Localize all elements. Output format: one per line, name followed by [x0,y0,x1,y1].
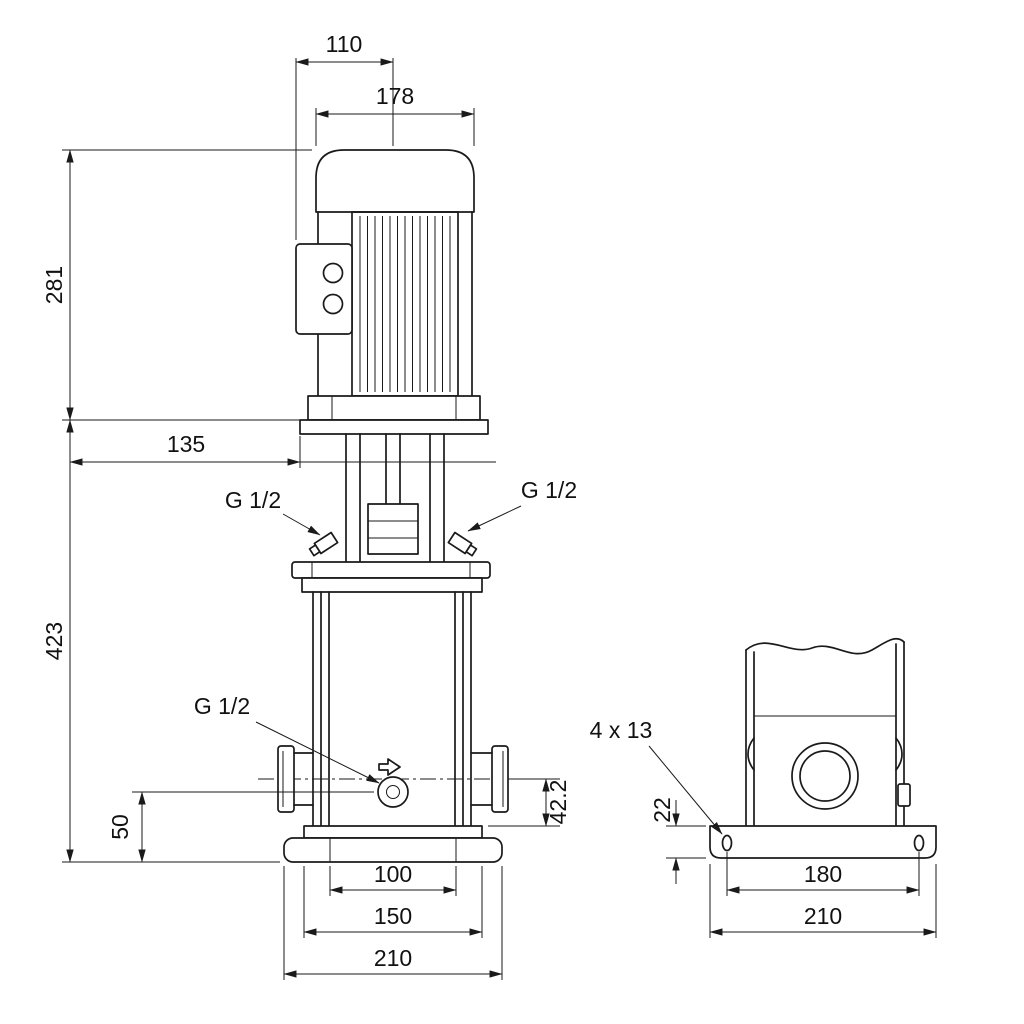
dim-423-label: 423 [41,622,67,660]
coupling-split-lines [368,520,418,539]
g12-top-left-leader [282,513,321,536]
dim-150-label: 150 [374,903,412,929]
shaft-coupling [367,503,419,555]
dim-210-main-ext [283,866,503,980]
dim-22: 22 [649,797,706,884]
label-g12-drain: G 1/2 [194,693,380,784]
suction-port-neck [293,752,314,806]
dim-135-ext [299,436,496,468]
dim-110-ext [295,58,394,240]
side-port-bore-circle [799,750,851,802]
cable-entry-hole [322,293,344,315]
motor-fan-cover [315,149,475,213]
side-view: 4 x 13 22 180 210 [590,637,937,938]
dim-42-2-label: 42.2 [545,780,571,825]
motor [295,149,475,397]
motor-outline [317,211,473,397]
motor-fins [359,216,451,392]
label-g12-top-left: G 1/2 [225,487,321,536]
dim-178: 178 [315,83,475,146]
dim-135-label: 135 [167,431,205,457]
dim-180-label: 180 [804,861,842,887]
lantern-top-plate [299,419,489,435]
base-plate-lower [283,837,503,863]
drain-plug [377,776,409,808]
side-base [709,825,937,859]
dim-42-2: 42.2 [488,778,571,827]
dim-210-main-label: 210 [374,945,412,971]
g12-drain-leader [255,721,380,784]
terminal-box [295,243,353,335]
dim-50-label: 50 [107,814,133,840]
dim-210-side-ext [709,864,937,938]
ports [258,745,540,813]
suction-port-flange [277,745,295,813]
dim-150-ext [303,866,483,938]
dim-100-label: 100 [374,861,412,887]
motor-flange [307,395,481,421]
vent-plug-left [308,531,339,557]
dim-150: 150 [303,866,483,938]
vent-plug-right-head [465,544,478,557]
dimensions-side: 4 x 13 22 180 210 [590,717,937,938]
dim-22-label: 22 [649,797,675,823]
base [283,825,503,863]
g12-drain-label: G 1/2 [194,693,250,719]
dim-210-side-label: 210 [804,903,842,929]
base-bolt-slot-left [721,834,733,852]
main-view: 110 178 281 135 423 [41,31,577,980]
base-bolt-slot-right [913,834,925,852]
dim-281: 281 [41,149,312,421]
head-flange-upper [291,561,491,579]
motor-flange-bolts [331,396,457,420]
dim-281-label: 281 [41,266,67,304]
side-body [745,637,911,827]
dim-110: 110 [295,31,394,240]
dimensions-main: 110 178 281 135 423 [41,31,577,980]
g12-top-right-leader [467,505,522,532]
head-bolt-lines [311,562,471,578]
dim-180: 180 [726,852,920,896]
vent-plug-right [447,531,478,557]
g12-top-left-label: G 1/2 [225,487,281,513]
dim-22-ext [666,825,706,859]
dim-178-label: 178 [376,83,414,109]
flow-direction-arrow-icon [378,758,401,776]
discharge-port-flange [491,745,509,813]
bolt-holes-leader [648,745,723,835]
dim-210-side: 210 [709,864,937,938]
side-break-line [745,637,905,655]
chamber-stack [312,591,472,827]
dim-50: 50 [107,791,374,863]
dim-210-main: 210 [283,866,503,980]
dim-110-label: 110 [326,31,363,57]
coupling-lantern [299,395,489,563]
dim-423: 423 [41,419,280,863]
side-contour-bumps [747,737,903,771]
label-g12-top-right: G 1/2 [467,477,577,532]
base-plate-upper [303,825,483,839]
pump-head [291,561,491,593]
side-base-plate [709,825,937,859]
base-bolt-lines [329,838,457,862]
side-plug-boss [897,783,911,807]
g12-top-right-label: G 1/2 [521,477,577,503]
cable-entry-hole [322,262,344,284]
lantern-columns [345,433,445,563]
vent-plug-left-head [308,544,321,557]
side-port-flange-circle [791,742,859,810]
label-bolt-holes: 4 x 13 [590,717,723,835]
bolt-holes-label: 4 x 13 [590,717,653,743]
discharge-port-neck [470,752,493,806]
head-flange-lower [301,577,483,593]
dim-100: 100 [329,861,457,896]
stack-sleeve-lines [312,591,472,827]
drain-plug-inner [386,785,400,799]
dim-281-ext [62,149,312,421]
dim-135: 135 [69,431,496,468]
side-body-lines [745,641,905,827]
